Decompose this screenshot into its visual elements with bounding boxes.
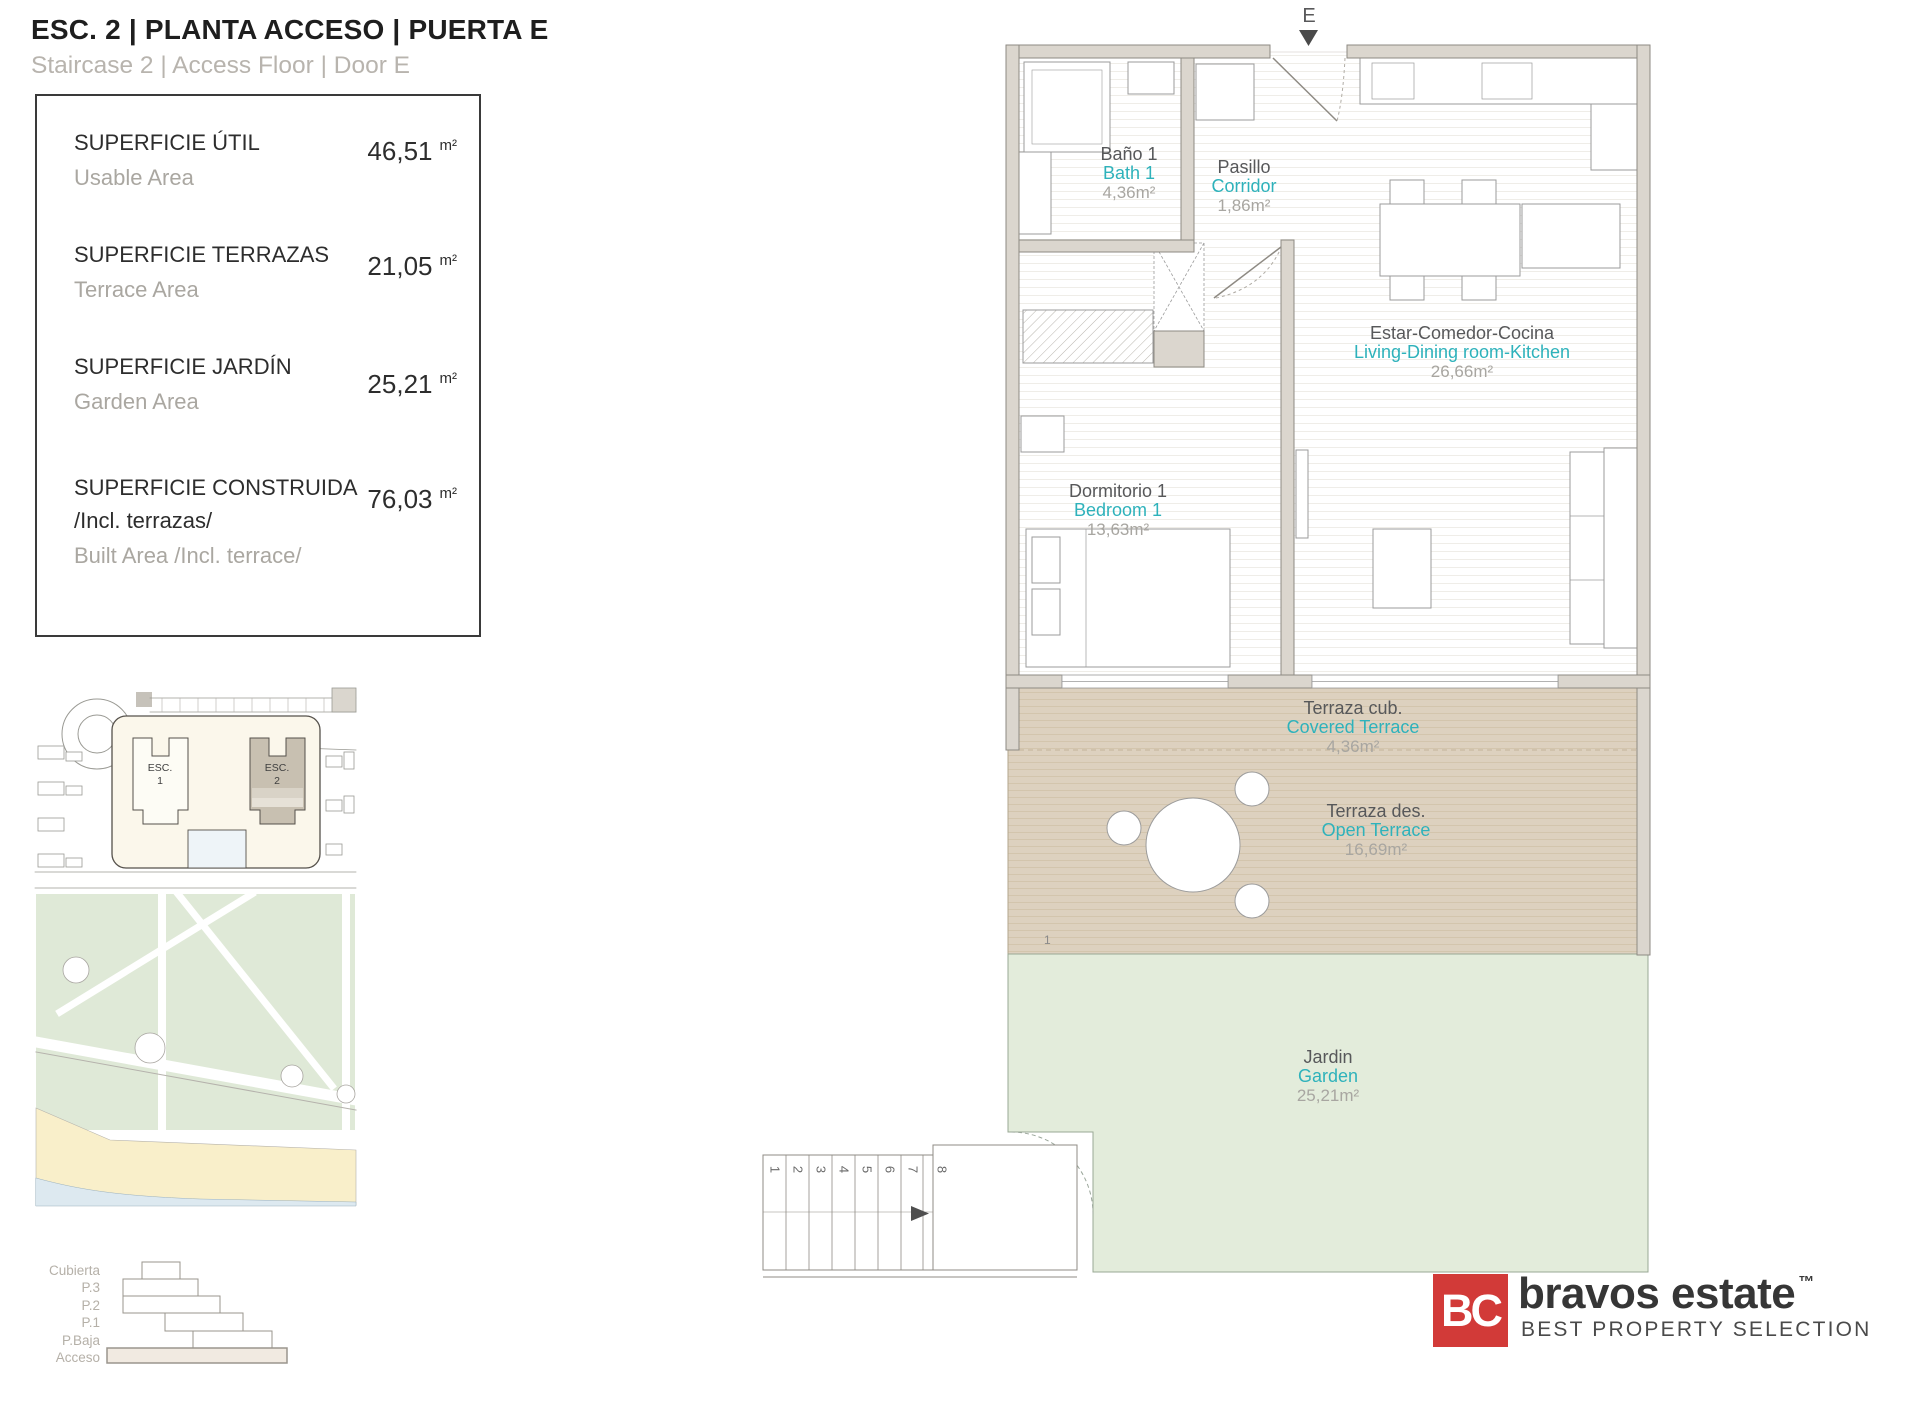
terrace-table [1145,797,1241,893]
bath-vanity [1018,151,1052,235]
stair-number: 2 [790,1165,806,1174]
site-plan-map [29,687,363,1207]
wardrobe [1022,309,1154,364]
stairs [762,1144,1078,1278]
row-label-es-line2: /Incl. terrazas/ [74,508,213,533]
chair [1461,275,1497,301]
corridor-closet [1195,63,1255,121]
level-label: P.3 [81,1280,100,1296]
pillow [1031,536,1061,584]
terrace-chair [1234,883,1270,919]
room-label-corridor: Pasillo Corridor 1,86m² [1211,157,1277,216]
walls [1005,44,1651,956]
row-label-es: SUPERFICIE TERRAZAS [74,242,330,267]
building-esc1 [132,737,189,825]
trademark-symbol: ™ [1798,1274,1814,1291]
stair-number: 5 [859,1165,875,1174]
stair-direction-arrow-icon [911,1206,929,1221]
entrance-arrow-icon [1299,30,1318,46]
chair [1389,275,1425,301]
room-label-covered-terrace: Terraza cub. Covered Terrace 4,36m² [1286,698,1420,757]
level-label: P.2 [81,1297,100,1313]
furniture [1018,57,1638,919]
unit: m² [439,370,458,387]
chair [1389,179,1425,205]
windows [1061,674,1559,689]
row-label-es: SUPERFICIE CONSTRUIDA [74,475,358,500]
pool [187,829,247,869]
row-label-en: Usable Area [74,165,194,190]
sofa-seat [1569,451,1605,645]
brand-monogram: BC [1433,1274,1508,1347]
level-label: Cubierta [48,1263,100,1278]
sea [35,1177,357,1207]
site-building-2-label: ESC. 2 [264,762,290,787]
row-label-en: Terrace Area [74,277,199,302]
room-label-garden: Jardin Garden 25,21m² [1296,1047,1360,1106]
unit: m² [439,252,458,269]
terrace-chair [1234,771,1270,807]
pillow [1031,588,1061,636]
unit: m² [439,137,458,154]
dining-table [1379,203,1521,277]
terrace-chair [1106,810,1142,846]
garden-area [1007,953,1649,1273]
row-label-es: SUPERFICIE JARDÍN [74,354,292,379]
coffee-table [1372,528,1432,609]
entrance-marker: E [1302,5,1316,27]
toilet [1127,61,1175,95]
interior-door-leaf [1213,246,1282,299]
row-label-en: Built Area /Incl. terrace/ [74,543,302,568]
paths [29,889,363,1134]
room-label-bath: Baño 1 Bath 1 4,36m² [1100,144,1158,203]
stair-number: 6 [882,1165,898,1174]
row-label-es: SUPERFICIE ÚTIL [74,130,260,155]
parking-ticks [161,697,325,713]
stair-number: 1 [767,1165,783,1174]
level-label: Acceso [55,1349,100,1365]
apartment-plan [762,30,1651,1278]
row-label-en: Garden Area [74,389,199,414]
left-structures [37,745,83,868]
stair-number: 8 [934,1165,950,1174]
level-label: P.1 [81,1315,100,1331]
dresser [1020,415,1065,453]
chair [1461,179,1497,205]
stair-number: 7 [905,1165,921,1174]
entrance-door-leaf [1272,57,1338,122]
level-label: P.Baja [61,1332,100,1348]
building-section-diagram [106,1261,288,1364]
kitchen-column [1590,103,1638,171]
stair-landing [932,1144,1078,1271]
path-junctions [62,956,356,1104]
terrace-step-marker: 1 [1044,933,1051,947]
brand-tagline: BEST PROPERTY SELECTION [1521,1318,1872,1341]
room-label-open-terrace: Terraza des. Open Terrace 16,69m² [1321,801,1431,860]
island-counter [1521,203,1621,269]
unit: m² [439,485,458,502]
room-label-bedroom: Dormitorio 1 Bedroom 1 13,63m² [1068,481,1168,540]
right-structures [325,751,355,856]
stair-number: 4 [836,1165,852,1174]
section-level-labels: Cubierta P.3 P.2 P.1 P.Baja Acceso [8,1262,100,1366]
tv-unit [1295,449,1309,539]
doors [1213,57,1346,299]
room-label-living: Estar-Comedor-Cocina Living-Dining room-… [1353,323,1571,382]
site-building-1-label: ESC. 1 [147,762,173,787]
access-level-highlight [106,1347,288,1364]
page-subtitle: Staircase 2 | Access Floor | Door E [31,52,411,79]
stair-number: 3 [813,1165,829,1174]
page-title: ESC. 2 | PLANTA ACCESO | PUERTA E [31,14,549,45]
sofa-back [1603,447,1638,649]
